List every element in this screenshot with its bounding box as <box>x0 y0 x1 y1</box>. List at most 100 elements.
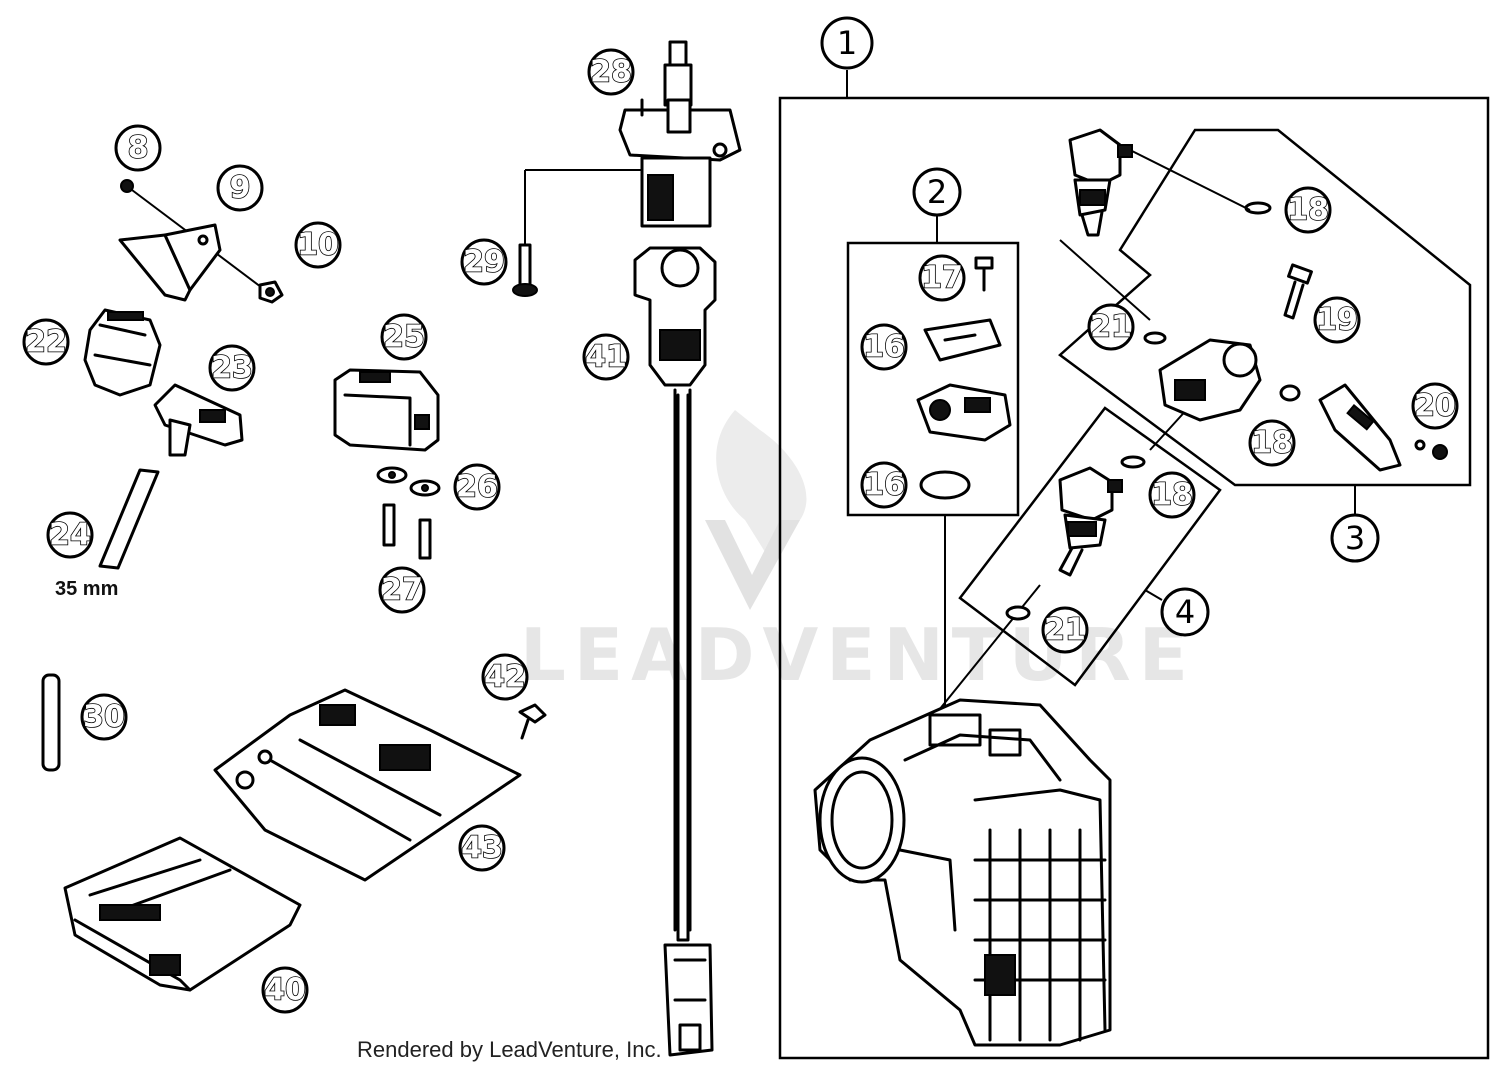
callout-17: 17 <box>918 254 966 302</box>
callout-30: 30 <box>80 693 128 741</box>
pressure-regulator <box>1158 338 1262 422</box>
svg-text:29: 29 <box>463 245 505 280</box>
callout-18-mid: 18 <box>1248 419 1296 467</box>
svg-text:8: 8 <box>128 131 149 166</box>
sensor-cover-16 <box>923 318 1002 362</box>
callout-26: 26 <box>453 463 501 511</box>
injector-upper <box>1068 128 1133 237</box>
svg-text:25: 25 <box>383 320 425 355</box>
callout-21-lower: 21 <box>1041 606 1089 654</box>
svg-text:20: 20 <box>1414 389 1456 424</box>
screw-42 <box>518 703 547 740</box>
assembly-box-3 <box>1058 128 1472 487</box>
assembly-box-2 <box>846 241 1020 517</box>
callout-18-top: 18 <box>1284 186 1332 234</box>
module-25 <box>333 368 440 452</box>
position-sensor <box>916 383 1012 442</box>
speed-sensor-28 <box>618 40 742 228</box>
callout-3: 3 <box>1330 513 1380 563</box>
o-ring-16 <box>919 470 971 500</box>
svg-text:28: 28 <box>590 55 632 90</box>
callout-10: 10 <box>294 221 342 269</box>
svg-text:18: 18 <box>1287 193 1329 228</box>
callout-18-lower: 18 <box>1148 471 1196 519</box>
svg-text:24: 24 <box>49 518 91 553</box>
callout-27: 27 <box>378 566 426 614</box>
ecu-cover-43 <box>213 688 522 882</box>
svg-text:3: 3 <box>1345 519 1365 557</box>
svg-text:2: 2 <box>927 173 947 211</box>
svg-text:19: 19 <box>1316 303 1358 338</box>
svg-text:21: 21 <box>1044 613 1086 648</box>
washer-21-top <box>1143 331 1167 345</box>
callout-42: 42 <box>481 653 529 701</box>
callout-9: 9 <box>216 164 264 212</box>
cable <box>663 388 714 1057</box>
callout-1: 1 <box>820 16 874 70</box>
callout-22: 22 <box>22 318 70 366</box>
washers-26 <box>376 466 441 497</box>
svg-text:26: 26 <box>456 470 498 505</box>
sensor-20 <box>1318 383 1448 472</box>
svg-text:27: 27 <box>381 573 423 608</box>
washer-21-lower <box>1005 605 1031 621</box>
bracket-9 <box>118 223 222 302</box>
callout-2: 2 <box>912 167 962 217</box>
svg-text:10: 10 <box>297 228 339 263</box>
credit-text: Rendered by LeadVenture, Inc. <box>357 1037 662 1062</box>
svg-text:1: 1 <box>837 24 857 62</box>
seal-18-top <box>1244 201 1272 215</box>
bolt-19 <box>1283 263 1313 320</box>
screw-29 <box>512 243 538 297</box>
svg-text:22: 22 <box>25 325 67 360</box>
nut-10 <box>258 280 284 304</box>
svg-text:4: 4 <box>1175 593 1195 631</box>
svg-text:9: 9 <box>230 171 251 206</box>
callout-21-top: 21 <box>1087 303 1135 351</box>
throttle-body <box>813 698 1112 1047</box>
ecu-40 <box>63 836 302 992</box>
callout-23: 23 <box>208 344 256 392</box>
svg-text:18: 18 <box>1251 426 1293 461</box>
seal-18-lower <box>1120 455 1146 469</box>
sensor-screw-17 <box>974 256 994 292</box>
callout-43: 43 <box>458 824 506 872</box>
svg-text:42: 42 <box>484 660 526 695</box>
svg-text:16: 16 <box>863 468 905 503</box>
callout-41: 41 <box>582 333 630 381</box>
callout-16-bottom: 16 <box>860 461 908 509</box>
svg-text:43: 43 <box>461 831 503 866</box>
svg-text:17: 17 <box>921 261 963 296</box>
callout-40: 40 <box>261 966 309 1014</box>
callout-29: 29 <box>460 238 508 286</box>
hose-length-label: 35 mm <box>55 578 118 600</box>
assembly-box-4 <box>958 406 1222 687</box>
svg-text:21: 21 <box>1090 310 1132 345</box>
svg-text:16: 16 <box>863 330 905 365</box>
assembly-box-1 <box>778 96 1490 1060</box>
callout-8: 8 <box>114 124 162 172</box>
callout-4: 4 <box>1160 587 1210 637</box>
watermark-text: LEADVENTURE <box>520 613 1196 697</box>
hose-24 <box>98 468 160 570</box>
svg-text:30: 30 <box>83 700 125 735</box>
screws-27 <box>382 503 432 560</box>
callout-16-top: 16 <box>860 323 908 371</box>
clip-30 <box>41 673 61 772</box>
watermark: LEADVENTURE <box>520 410 1196 697</box>
callout-24: 24 <box>46 511 94 559</box>
sensor-23 <box>153 383 244 457</box>
svg-text:40: 40 <box>264 973 306 1008</box>
svg-text:41: 41 <box>585 340 627 375</box>
svg-text:23: 23 <box>211 351 253 386</box>
seal-18-mid <box>1279 384 1301 402</box>
bracket-22 <box>83 308 162 397</box>
callout-20: 20 <box>1411 382 1459 430</box>
svg-text:18: 18 <box>1151 478 1193 513</box>
callout-19: 19 <box>1313 296 1361 344</box>
callout-28: 28 <box>587 48 635 96</box>
injector-lower <box>1058 466 1123 577</box>
connector-41 <box>633 246 717 387</box>
callout-25: 25 <box>380 313 428 361</box>
